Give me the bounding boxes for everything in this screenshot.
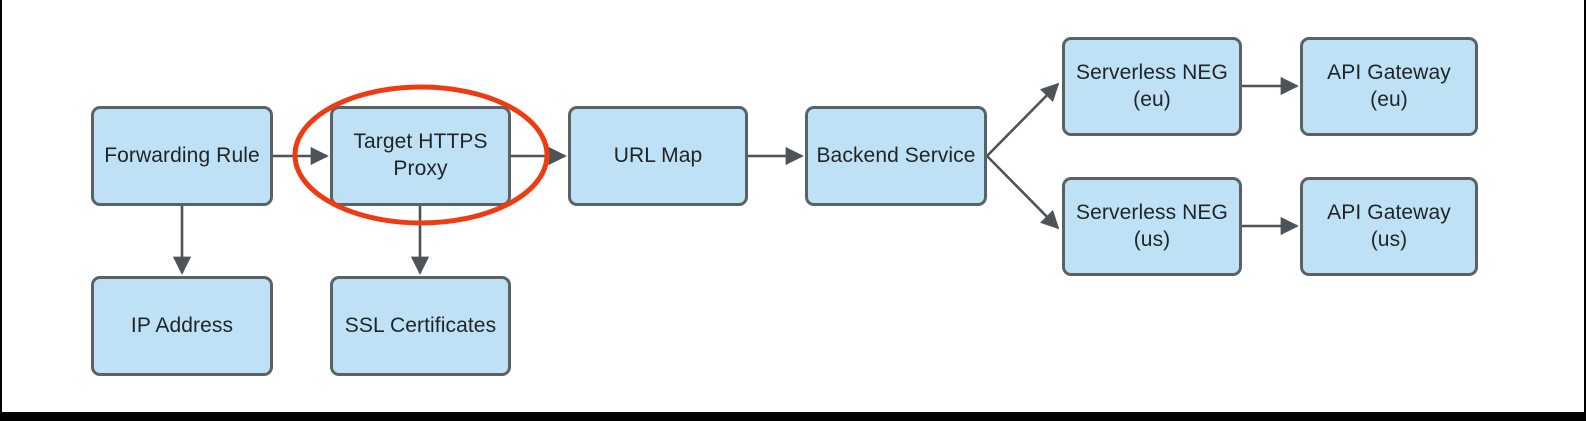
node-url-map[interactable]: URL Map xyxy=(568,106,748,206)
node-label: URL Map xyxy=(613,143,703,167)
node-label: SSL Certificates xyxy=(344,313,497,337)
node-forwarding-rule[interactable]: Forwarding Rule xyxy=(91,106,273,206)
node-serverless-neg-eu[interactable]: Serverless NEG (eu) xyxy=(1062,37,1242,136)
node-backend-service[interactable]: Backend Service xyxy=(805,106,987,206)
node-label: IP Address xyxy=(130,313,234,337)
node-serverless-neg-us[interactable]: Serverless NEG (us) xyxy=(1062,177,1242,276)
node-label: Serverless NEG (eu) xyxy=(1076,60,1228,111)
node-api-gateway-us[interactable]: API Gateway (us) xyxy=(1300,177,1478,276)
node-label: Backend Service xyxy=(816,143,976,167)
node-api-gateway-eu[interactable]: API Gateway (eu) xyxy=(1300,37,1478,136)
node-label: Target HTTPS Proxy xyxy=(353,130,488,180)
node-label: API Gateway (us) xyxy=(1327,200,1451,251)
edge-backend-service-to-serverless-neg-eu xyxy=(986,82,1060,157)
node-label: API Gateway (eu) xyxy=(1327,60,1451,111)
node-ssl-certificates[interactable]: SSL Certificates xyxy=(330,276,511,376)
node-label: Forwarding Rule xyxy=(104,143,260,167)
node-ip-address[interactable]: IP Address xyxy=(91,276,273,376)
edge-backend-service-to-serverless-neg-us xyxy=(986,155,1060,230)
node-label: Serverless NEG (us) xyxy=(1076,200,1228,251)
node-target-https-proxy[interactable]: Target HTTPS Proxy xyxy=(330,106,511,206)
